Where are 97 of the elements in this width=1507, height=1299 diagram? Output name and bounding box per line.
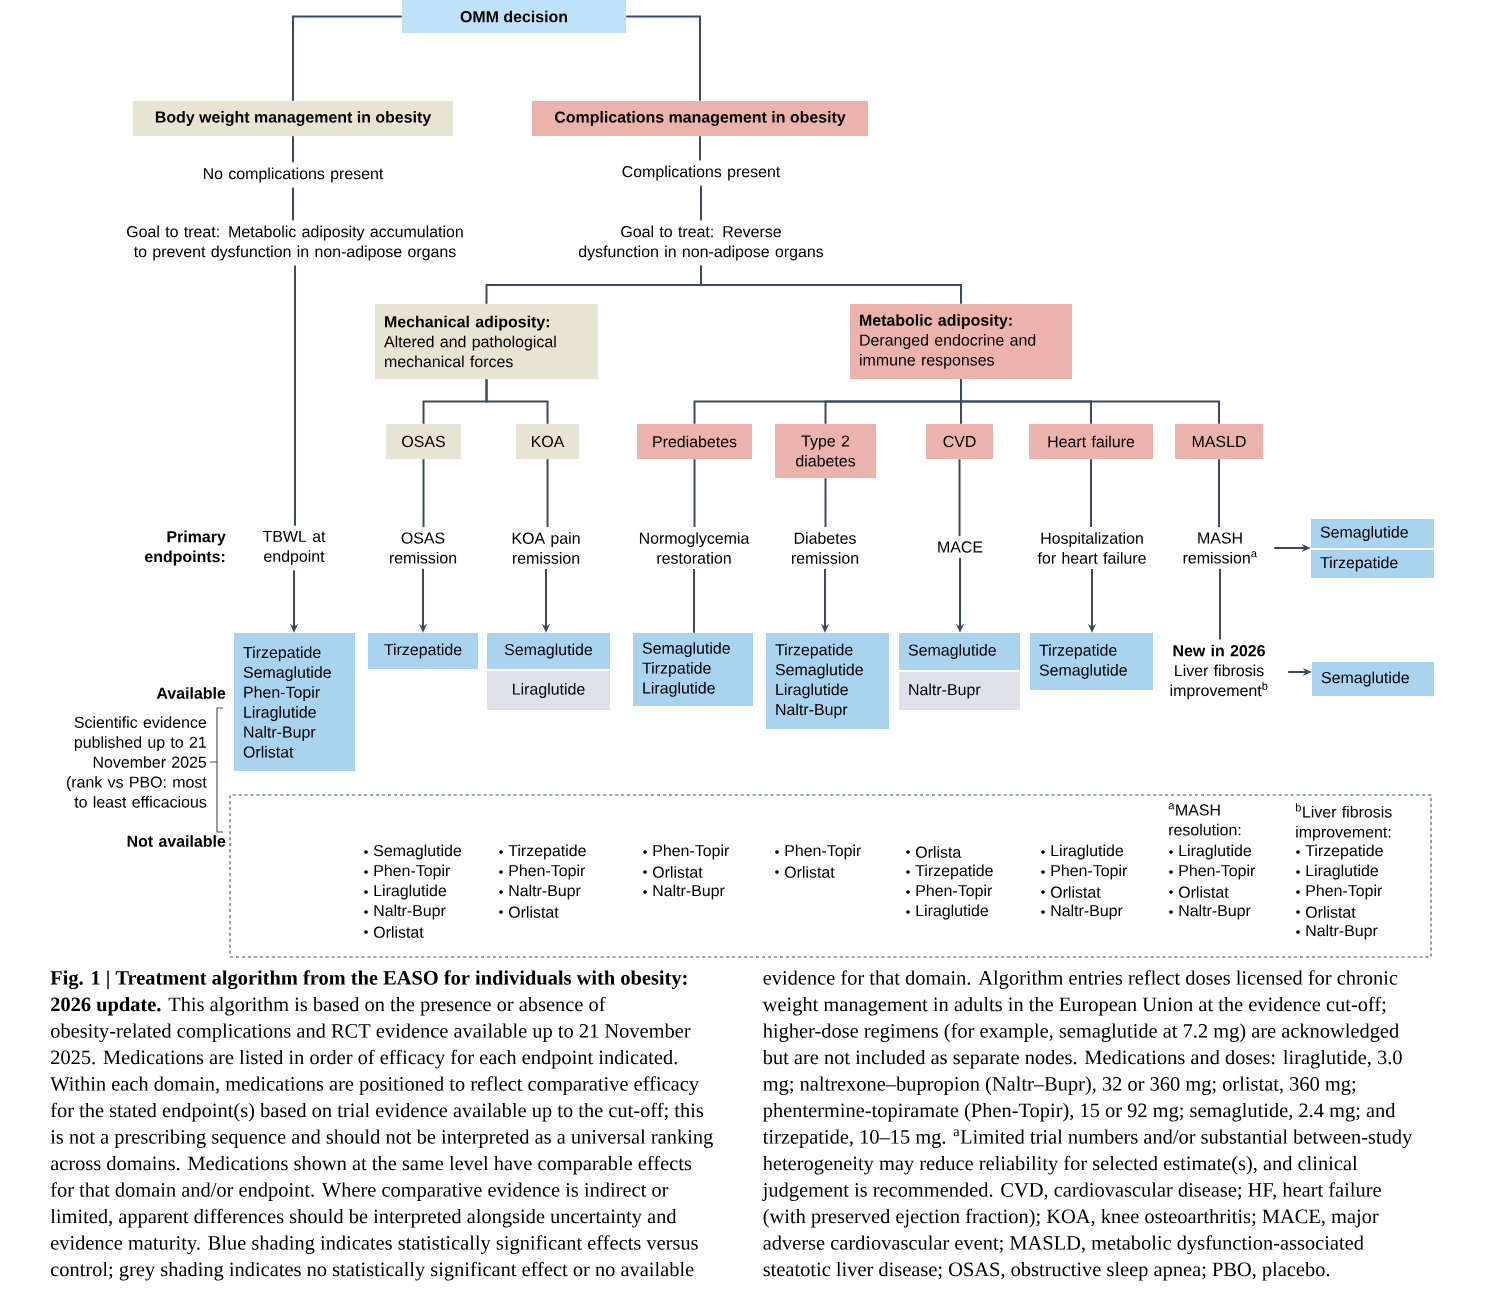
medication-box: Naltr-Bupr (899, 672, 1020, 710)
node-label: Tirzepatide (915, 864, 993, 880)
node-label: Orlistat (373, 926, 424, 938)
connector-line (625, 15, 701, 102)
node-label: Tirzepatide (1320, 556, 1398, 572)
node-label: Naltr-Bupr (1051, 904, 1123, 920)
endpoint-text: New in 2026 Liver fibrosis improvement$^{b}$ (1170, 644, 1268, 700)
connector-line (485, 378, 549, 425)
domain-box: Mechanical adiposity: Altered and pathological mechanical forces (375, 304, 598, 379)
node-label: Naltr-Bupr (509, 884, 581, 900)
connector-line (693, 568, 695, 634)
flow-text: Complications present (622, 165, 781, 181)
medication-box: Liraglutide (487, 671, 610, 710)
node-label: Naltr-Bupr (1306, 924, 1378, 940)
complication-box: Heart failure (1029, 424, 1153, 459)
endpoint-text: MASH remission$^{a}$ (1183, 532, 1257, 564)
medication-box: Tirzepatide (1311, 550, 1434, 578)
node-label: Liraglutide (1306, 864, 1379, 880)
complication-box: CVD (926, 424, 993, 459)
bullet-list: Semaglutide Phen-Topir Liraglutide Naltr-Bupr Orlistat (364, 844, 462, 938)
connector-line (1090, 458, 1092, 528)
bullet-list: Tirzepatide Phen-Topir Naltr-Bupr Orlistat (499, 844, 586, 918)
node-label: Liraglutide (1179, 844, 1252, 860)
node-label: Orlista (915, 846, 962, 858)
category-box: Complications management in obesity (532, 101, 868, 136)
complication-box: OSAS (386, 424, 461, 459)
node-label: Orlistat (1050, 886, 1101, 898)
bullet-list: Liraglutide Phen-Topir Orlistat Naltr-Bupr (1041, 844, 1128, 920)
endpoint-text: Hospitalization for heart failure (1037, 532, 1146, 564)
figure-caption: Fig. 1 | Treatment algorithm from the EASO for individuals with obesity: 2026 update. This algorithm is based on the presence or absence of obesity-related complications and RCT evidence available up to 21 November 2025. Medications are listed in order of efficacy for each endpoint indicated. Within each domain, medications are positioned to reflect comparative efficacy for the stated endpoint(s) based on trial evidence available up to the cut-off; this is not a prescribing sequence and should not be interpreted as a universal ranking across domains. Medications shown at the same level have comparable effects for that domain and/or endpoint. Where comparative evidence is indirect or limited, apparent differences should be interpreted alongside uncertainty and evidence maturity. Blue shading indicates statistically significant effects versus control; grey shading indicates no statistically significant effect or no available evidence for that domain. Algorithm entries reflect doses licensed for chronic weight management in adults in the European Union at the evidence cut-off; higher-dose regimens (for example, semaglutide at 7.2 mg) are acknowledged but are not included as separate nodes. Medications and doses: liraglutide, 3.0 mg; naltrexone–bupropion (Naltr–Bupr), 32 or 360 mg; orlistat, 360 mg; phentermine-topiramate (Phen-Topir), 15 or 92 mg; semaglutide, 2.4 mg; and tirzepatide, 10–15 mg. $^{a}$Limited trial numbers and/or substantial between-study heterogeneity may reduce reliability for selected estimate(s), and clinical judgement is recommended. CVD, cardiovascular disease; HF, heart failure (with preserved ejection fraction); KOA, knee osteoarthritis; MACE, major adverse cardiovascular event; MASLD, metabolic dysfunction-associated steatotic liver disease; OSAS, obstructive sleep apnea; PBO, placebo. (50, 970, 1413, 1281)
flow-text: No complications present (203, 167, 384, 183)
medication-box: Semaglutide (899, 633, 1020, 670)
endpoint-text: TBWL at endpoint (262, 530, 326, 566)
domain-box: Metabolic adiposity: Deranged endocrine and immune responses (850, 304, 1072, 379)
connector-line (700, 184, 702, 222)
medication-box: Tirzepatide Semaglutide Phen-Topir Liraglutide Naltr-Bupr Orlistat (234, 633, 355, 771)
connector-line (693, 458, 696, 528)
medication-box: Semaglutide Tirzpatide Liraglutide (633, 633, 753, 706)
connector-line (546, 458, 549, 528)
node-label: Tirzepatide (1305, 844, 1383, 860)
connector-line (960, 378, 1220, 425)
node-label: Liraglutide (916, 904, 989, 920)
complication-box: Type 2 diabetes (775, 424, 876, 478)
endpoint-text: Diabetes remission (791, 532, 859, 564)
endpoint-text: OSAS remission (389, 532, 457, 564)
row-label: Primary endpoints: (144, 530, 226, 566)
decision-box: OMM decision (402, 0, 626, 33)
complication-box: MASLD (1175, 424, 1263, 459)
node-label: Phen-Topir (374, 864, 451, 880)
category-box: Body weight management in obesity (133, 101, 453, 136)
bullet-list: Tirzepatide Liraglutide Phen-Topir Orlistat Naltr-Bupr (1296, 844, 1383, 940)
connector-line (422, 458, 425, 529)
node-label: Phen-Topir (1179, 864, 1256, 880)
medication-box: Tirzepatide (368, 633, 478, 669)
footnote-heading: $^{b}$Liver fibrosis improvement: (1295, 803, 1392, 841)
node-label: Naltr-Bupr (374, 904, 446, 920)
connector-line (1218, 458, 1220, 529)
endpoint-text: KOA pain remission (512, 532, 580, 564)
connector-line (1219, 567, 1221, 641)
footnote-heading: $^{a}$MASH resolution: (1168, 803, 1241, 836)
note-text: Scientific evidence published up to 21 November 2025 (rank vs PBO: most to least efficacious (66, 716, 207, 808)
medication-box: Tirzepatide Semaglutide Liraglutide Naltr-Bupr (766, 633, 889, 729)
node-label: Tirzepatide (508, 844, 586, 860)
medication-box: Semaglutide (1311, 519, 1434, 548)
node-label: Semaglutide (373, 844, 462, 860)
node-label: Orlistat (1178, 886, 1229, 898)
endpoint-text: MACE (938, 541, 983, 553)
flow-text: Goal to treat: Reverse dysfunction in non-adipose organs (578, 225, 824, 261)
node-label: Phen-Topir (916, 884, 993, 900)
node-label: Naltr-Bupr (1179, 904, 1251, 920)
node-label: Orlistat (1305, 906, 1356, 918)
connector-line (292, 135, 294, 164)
complication-box: Prediabetes (637, 424, 752, 459)
node-label: Phen-Topir (1306, 884, 1383, 900)
connector-line (958, 458, 961, 538)
node-label: Liraglutide (1051, 844, 1124, 860)
bullet-list: Phen-Topir Orlistat Naltr-Bupr (643, 844, 730, 900)
bullet-list: Liraglutide Phen-Topir Orlistat Naltr-Bupr (1169, 844, 1256, 920)
connector-line (700, 264, 962, 305)
complication-box: KOA (516, 424, 579, 459)
connector-line (699, 135, 701, 162)
endpoint-text: Normoglycemia restoration (639, 532, 750, 564)
bullet-list: Phen-Topir Orlistat (775, 844, 862, 878)
medication-box: Tirzepatide Semaglutide (1030, 633, 1153, 690)
connector-line (292, 186, 294, 222)
bullet-list: Orlista Tirzepatide Phen-Topir Liraglutide (906, 846, 993, 920)
flow-text: Goal to treat: Metabolic adiposity accumulation to prevent dysfunction in non-adipose organs (127, 225, 463, 261)
connector-line (292, 15, 403, 102)
node-label: Phen-Topir (1051, 864, 1128, 880)
connector-line (824, 477, 827, 528)
medication-box: Semaglutide (487, 633, 610, 669)
node-label: Phen-Topir (509, 864, 586, 880)
node-label: Orlistat (508, 906, 559, 918)
node-label: Liraglutide (374, 884, 447, 900)
node-label: Semaglutide (1320, 526, 1408, 541)
medication-box: Semaglutide (1312, 662, 1434, 696)
connector-line (294, 264, 296, 527)
